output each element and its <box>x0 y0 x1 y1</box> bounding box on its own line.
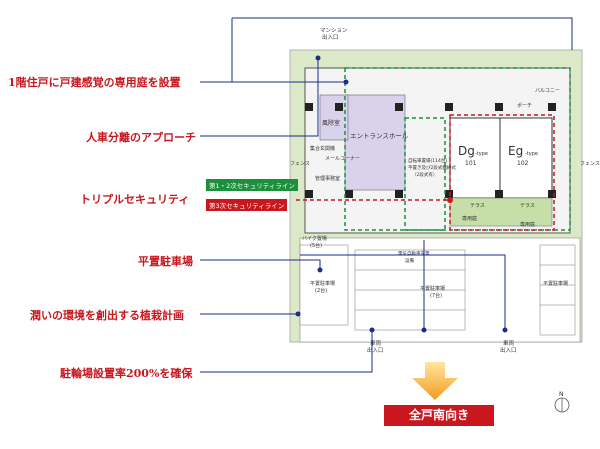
ev-charger-label-2: 設備 <box>405 257 414 264</box>
balcony-label: バルコニー <box>535 88 560 94</box>
unit-102-num: 102 <box>517 160 529 167</box>
mansion-entrance-label-2: 出入口 <box>322 33 339 41</box>
security-badge-12: 第1・2次セキュリティライン <box>206 179 298 191</box>
bike-parking-count: (5台) <box>310 242 322 249</box>
terrace-label-1: テラス <box>470 203 485 209</box>
fence-label-right: フェンス <box>580 161 600 167</box>
private-garden-area <box>449 197 553 227</box>
flat-parking-label: 平置駐車場 <box>310 280 335 287</box>
unit-102-area <box>499 117 553 199</box>
unit-101-suffix: -type <box>475 151 488 157</box>
security-line-3 <box>449 114 555 231</box>
car-entrance-right-label-2: 出入口 <box>500 346 517 354</box>
entrance-hall-label: エントランスホール <box>350 132 409 140</box>
label-flat-parking: 平置駐車場 <box>138 255 193 268</box>
south-facing-banner: 全戸南向き <box>384 405 494 426</box>
right-parking-label: 平置駐車場 <box>543 280 568 287</box>
label-private-garden: 1階住戸に戸建感覚の専用庭を設置 <box>8 76 181 89</box>
fence-label-left: フェンス <box>290 161 310 167</box>
mansion-entrance-label: マンション <box>320 27 348 34</box>
bike-parking-mech-label-2: 平置き及び2段式機械式 <box>408 164 456 171</box>
south-arrow <box>412 362 458 400</box>
unit-101-area <box>449 117 501 199</box>
label-triple-security: トリプルセキュリティ <box>80 193 190 206</box>
mailbox-label: メールコーナー <box>325 156 360 162</box>
bike-parking-mech-label: 自転車置場(114台) <box>408 157 447 164</box>
compass-label: N <box>559 391 564 398</box>
center-parking-count: (7台) <box>430 292 442 299</box>
managers-office-label: 管理事務室 <box>315 175 340 182</box>
bike-parking-mech-label-3: （2段式有） <box>412 171 437 178</box>
wind-room-area <box>319 94 349 141</box>
label-pedestrian-separation: 人車分離のアプローチ <box>86 131 196 144</box>
garden-label-1: 専用庭 <box>462 215 477 222</box>
terrace-label-2: テラス <box>520 203 535 209</box>
unit-102-suffix: -type <box>525 151 538 157</box>
security-badge-3: 第3次セキュリティライン <box>206 199 288 211</box>
wind-room-label: 風除室 <box>322 119 340 127</box>
car-entrance-left-label: 車両 <box>370 339 382 347</box>
label-planting-plan: 潤いの環境を創出する植栽計画 <box>30 309 184 322</box>
unit-101-type: Dg <box>458 144 475 158</box>
mail-corner-label: 集合玄関機 <box>310 145 335 152</box>
car-entrance-left-label-2: 出入口 <box>367 346 384 354</box>
car-entrance-right-label: 車両 <box>503 339 515 347</box>
ev-charger-label: 電気自動車充電 <box>398 250 430 257</box>
bike-parking-security <box>404 117 446 231</box>
flat-parking-count: (2台) <box>315 287 327 294</box>
center-parking-label: 平置駐車場 <box>420 285 445 292</box>
porch-label: ポーチ <box>517 102 532 109</box>
bike-parking-label: バイク置場 <box>302 235 327 242</box>
unit-102-type: Eg <box>508 144 523 158</box>
label-bike-parking-rate: 駐輪場設置率200%を確保 <box>60 367 193 380</box>
garden-label-2: 専用庭 <box>520 221 535 228</box>
unit-101-num: 101 <box>465 160 477 167</box>
